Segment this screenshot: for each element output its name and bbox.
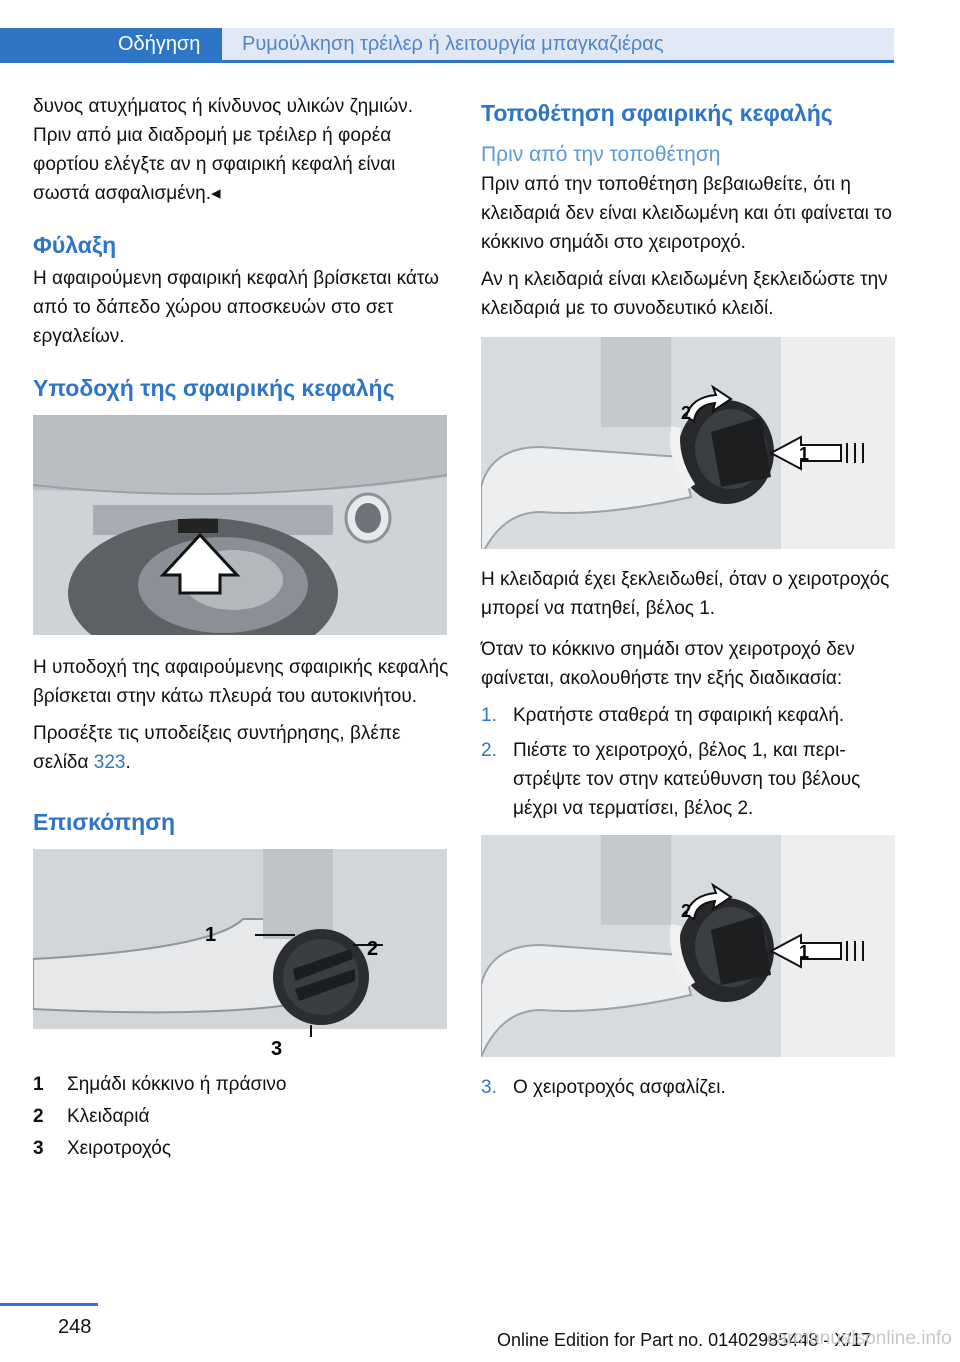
tab-driving[interactable]: Οδήγηση — [0, 28, 222, 60]
cap-unlock-illustration: 2 1 — [481, 337, 895, 549]
overview-heading: Επισκόπηση — [33, 809, 175, 835]
intro-paragraph: δυνος ατυχήματος ή κίνδυνος υλικών ζημιώ… — [33, 96, 413, 204]
legend-text: Σημάδι κόκκινο ή πράσινο — [67, 1074, 287, 1095]
procedure-steps: 1. Κρατήστε σταθερά τη σφαιρική κεφαλή. … — [481, 701, 901, 823]
right-column: Τοποθέτηση σφαιρικής κεφαλής Πριν από τη… — [481, 92, 901, 1108]
page-link[interactable]: 323 — [93, 752, 126, 773]
procedure-intro: Όταν το κόκκινο σημάδι στον χειροτροχό δ… — [481, 639, 855, 689]
step-number: 2. — [481, 740, 497, 761]
callout-1a: 1 — [799, 444, 809, 464]
legend-number: 3 — [33, 1138, 44, 1159]
callout-2: 2 — [367, 938, 378, 960]
cap-figure-a: 2 1 — [481, 337, 895, 549]
step-number: 1. — [481, 705, 497, 726]
step-text: Πιέστε το χειροτροχό, βέλος 1, και περι­… — [513, 740, 861, 819]
cap-rotate-illustration: 2 1 — [481, 835, 895, 1057]
watermark: carmanualsonline.info — [767, 1328, 952, 1349]
callout-1: 1 — [205, 924, 216, 946]
before-paragraph-1: Πριν από την τοποθέτηση βεβαιωθείτε, ότι… — [481, 174, 892, 253]
step-text: Ο χειροτροχός ασφαλίζει. — [513, 1077, 726, 1098]
page-header: Οδήγηση Ρυμούλκηση τρέιλερ ή λειτουργία … — [0, 0, 960, 64]
maintenance-paragraph: Προσέξτε τις υποδείξεις συντήρησης, βλέπ… — [33, 719, 451, 777]
receptacle-heading: Υποδοχή της σφαιρικής κεφαλής — [33, 375, 395, 401]
before-mount-heading: Πριν από την τοποθέτηση — [481, 143, 721, 166]
ball-head-illustration: 1 2 3 — [33, 849, 447, 1061]
page-number: 248 — [58, 1316, 92, 1338]
receptacle-illustration — [33, 415, 447, 635]
legend-item: 2 Κλειδαριά — [33, 1101, 451, 1133]
callout-3: 3 — [271, 1038, 282, 1060]
storage-heading: Φύλαξη — [33, 232, 117, 258]
receptacle-paragraph: Η υποδοχή της αφαιρούμενης σφαιρικής κε­… — [33, 657, 449, 707]
legend-number: 2 — [33, 1106, 44, 1127]
legend-item: 3 Χειροτροχός — [33, 1133, 451, 1165]
legend-list: 1 Σημάδι κόκκινο ή πράσινο 2 Κλειδαριά 3… — [33, 1069, 451, 1165]
step-number: 3. — [481, 1077, 497, 1098]
overview-figure: 1 2 3 — [33, 849, 447, 1061]
step-item: 2. Πιέστε το χειροτροχό, βέλος 1, και πε… — [481, 736, 901, 823]
receptacle-figure — [33, 415, 447, 635]
callout-1b: 1 — [799, 942, 809, 962]
tab-section-title[interactable]: Ρυμούλκηση τρέιλερ ή λειτουργία μπαγκαζι… — [222, 28, 894, 60]
procedure-steps-final: 3. Ο χειροτροχός ασφαλίζει. — [481, 1073, 901, 1102]
legend-text: Κλειδαριά — [67, 1106, 150, 1127]
cap-figure-b: 2 1 — [481, 835, 895, 1057]
maintenance-suffix: . — [125, 752, 131, 773]
legend-item: 1 Σημάδι κόκκινο ή πράσινο — [33, 1069, 451, 1101]
before-paragraph-2: Αν η κλειδαριά είναι κλειδωμένη ξεκλειδώ… — [481, 269, 888, 319]
legend-number: 1 — [33, 1074, 44, 1095]
storage-paragraph: Η αφαιρούμενη σφαιρική κεφαλή βρίσκεται … — [33, 268, 439, 347]
header-rule — [0, 60, 894, 63]
mount-heading: Τοποθέτηση σφαιρικής κεφαλής — [481, 100, 833, 126]
edition-text: Online Edition for Part no. 01402985448 … — [497, 1330, 872, 1350]
step-item: 1. Κρατήστε σταθερά τη σφαιρική κεφαλή. — [481, 701, 901, 730]
callout-2b: 2 — [681, 901, 691, 921]
legend-text: Χειροτροχός — [67, 1138, 172, 1159]
footer-rule — [0, 1303, 98, 1306]
step-text: Κρατήστε σταθερά τη σφαιρική κεφαλή. — [513, 705, 845, 726]
callout-2a: 2 — [681, 403, 691, 423]
left-column: δυνος ατυχήματος ή κίνδυνος υλικών ζημιώ… — [33, 92, 451, 1165]
step-item: 3. Ο χειροτροχός ασφαλίζει. — [481, 1073, 901, 1102]
maintenance-text: Προσέξτε τις υποδείξεις συντήρησης, βλέπ… — [33, 723, 401, 773]
unlocked-paragraph: Η κλειδαριά έχει ξεκλειδωθεί, όταν ο χει… — [481, 569, 890, 619]
